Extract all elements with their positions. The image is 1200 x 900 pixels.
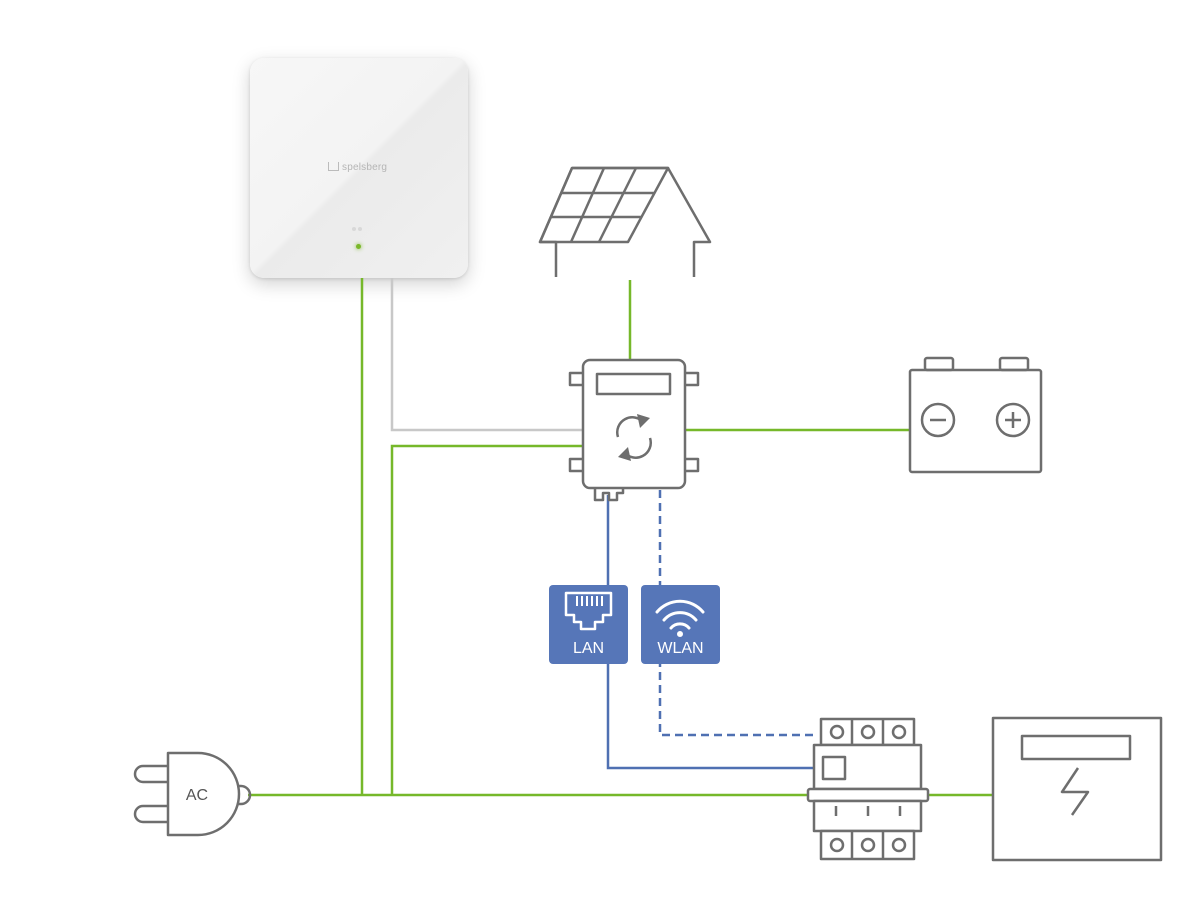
wallbox-signal-line — [390, 278, 583, 432]
wlan-badge: WLAN — [641, 585, 720, 664]
inverter-icon — [568, 358, 700, 502]
battery-terminal-positive — [998, 356, 1030, 372]
inverter-connector — [593, 488, 625, 502]
breaker-icon — [806, 717, 930, 861]
wallbox-brand-label: spelsberg — [342, 162, 388, 173]
mount-tab — [568, 371, 583, 387]
battery-body — [908, 368, 1043, 474]
solar-house-icon — [538, 166, 712, 277]
grid-meter-display — [1020, 734, 1132, 761]
lan-label: LAN — [573, 640, 604, 657]
wlan-line — [658, 490, 818, 737]
mount-tab — [685, 371, 700, 387]
plug-cable-end — [237, 784, 252, 806]
plug-pin-top — [133, 764, 168, 784]
breaker-bottom-terminals — [819, 829, 916, 861]
plus-icon — [995, 402, 1031, 438]
wallbox-brand-logo: spelsberg — [328, 162, 387, 173]
status-dots — [352, 218, 364, 236]
breaker-switch — [821, 755, 847, 781]
wifi-icon — [655, 599, 705, 630]
ac-label: AC — [186, 787, 208, 804]
breaker-top-terminals — [819, 717, 916, 747]
wlan-label: WLAN — [657, 640, 703, 657]
ac-plug-icon — [133, 751, 252, 837]
breaker-rail — [806, 787, 930, 803]
status-led — [356, 244, 361, 249]
grid-meter-icon — [991, 716, 1163, 862]
sync-icon — [618, 414, 650, 461]
lightning-icon — [1060, 767, 1090, 816]
grid-meter-body — [991, 716, 1163, 862]
mount-tab — [568, 457, 583, 473]
plug-pin-bottom — [133, 804, 168, 824]
battery-icon — [908, 356, 1043, 474]
inverter-power-line — [390, 444, 583, 795]
breaker-body-upper — [812, 743, 923, 791]
mount-tab — [685, 457, 700, 473]
power-lines — [248, 278, 993, 797]
brand-mark-icon — [328, 162, 339, 171]
inverter-body — [581, 358, 687, 490]
minus-icon — [920, 402, 956, 438]
plug-body — [166, 751, 241, 837]
ethernet-port-icon — [564, 591, 613, 631]
wallbox-charger: spelsberg — [250, 58, 468, 278]
battery-terminal-negative — [923, 356, 955, 372]
inverter-display — [595, 372, 672, 396]
lan-badge: LAN — [549, 585, 628, 664]
